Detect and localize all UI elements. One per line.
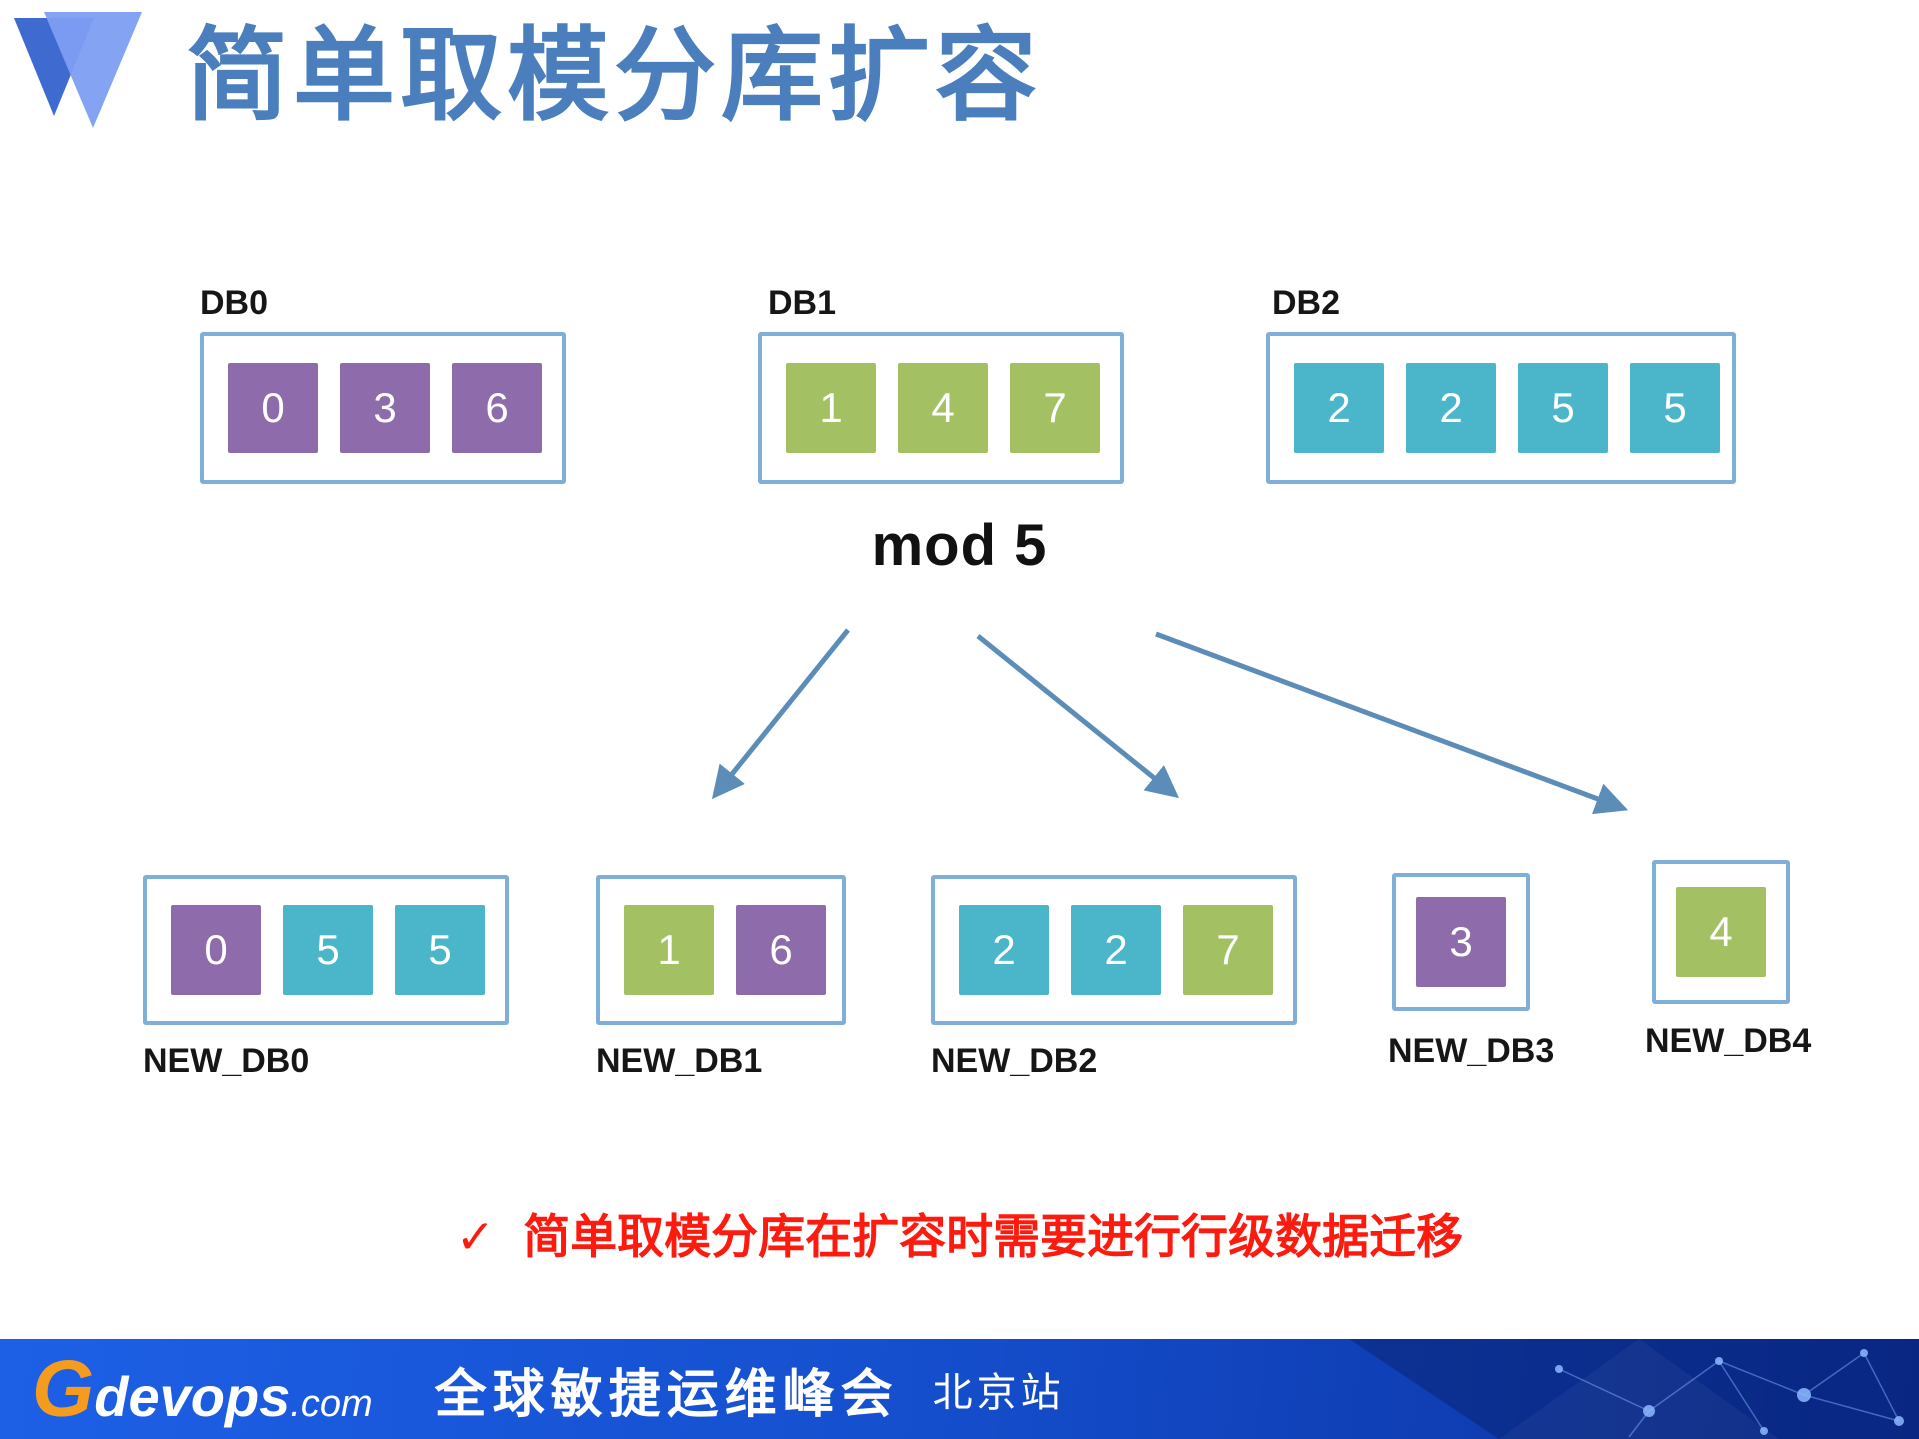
footer-logo-com: .com xyxy=(290,1383,373,1425)
new-db3-box: 3 xyxy=(1392,873,1530,1011)
data-cell: 2 xyxy=(1071,905,1161,995)
new-db2-box: 2 2 7 xyxy=(931,875,1297,1025)
new-db0-label: NEW_DB0 xyxy=(143,1042,310,1080)
data-cell: 2 xyxy=(1406,363,1496,453)
check-icon: ✓ xyxy=(455,1210,496,1263)
data-cell: 0 xyxy=(171,905,261,995)
note-text: 简单取模分库在扩容时需要进行行级数据迁移 xyxy=(523,1210,1464,1263)
data-cell: 7 xyxy=(1183,905,1273,995)
arrow-to-new-db2 xyxy=(976,634,1180,799)
footer-logo-devops: devops xyxy=(94,1365,291,1428)
data-cell: 5 xyxy=(1518,363,1608,453)
footer-city-label: 北京站 xyxy=(932,1370,1065,1415)
data-cell: 2 xyxy=(959,905,1049,995)
note: ✓ 简单取模分库在扩容时需要进行行级数据迁移 xyxy=(0,1198,1919,1267)
data-cell: 5 xyxy=(395,905,485,995)
footer-event-title: 全球敏捷运维峰会 xyxy=(434,1366,899,1424)
db0-label: DB0 xyxy=(200,284,269,322)
data-cell: 4 xyxy=(898,363,988,453)
data-cell: 6 xyxy=(736,905,826,995)
db1-label: DB1 xyxy=(768,284,837,322)
footer-logo: G devops .com xyxy=(32,1349,373,1429)
arrow-to-new-db4 xyxy=(1155,631,1629,815)
new-db3-label: NEW_DB3 xyxy=(1388,1032,1555,1070)
slide-logo-icon xyxy=(14,12,142,128)
new-db1-box: 1 6 xyxy=(596,875,846,1025)
data-cell: 1 xyxy=(786,363,876,453)
db2-label: DB2 xyxy=(1272,284,1341,322)
db2-box: 2 2 5 5 xyxy=(1266,332,1736,484)
data-cell: 7 xyxy=(1010,363,1100,453)
footer: G devops .com 全球敏捷运维峰会 北京站 xyxy=(0,1339,1919,1439)
new-db2-label: NEW_DB2 xyxy=(931,1042,1098,1080)
data-cell: 4 xyxy=(1676,887,1766,977)
data-cell: 5 xyxy=(283,905,373,995)
new-db4-label: NEW_DB4 xyxy=(1645,1022,1812,1060)
mod-label: mod 5 xyxy=(871,513,1048,578)
data-cell: 6 xyxy=(452,363,542,453)
data-cell: 3 xyxy=(1416,897,1506,987)
db1-box: 1 4 7 xyxy=(758,332,1124,484)
footer-pattern xyxy=(1349,1339,1919,1439)
new-db1-label: NEW_DB1 xyxy=(596,1042,763,1080)
new-db0-box: 0 5 5 xyxy=(143,875,509,1025)
page-title: 简单取模分库扩容 xyxy=(186,19,1042,133)
data-cell: 1 xyxy=(624,905,714,995)
data-cell: 2 xyxy=(1294,363,1384,453)
footer-logo-g: G xyxy=(32,1344,95,1433)
new-db4-box: 4 xyxy=(1652,860,1790,1004)
data-cell: 5 xyxy=(1630,363,1720,453)
data-cell: 0 xyxy=(228,363,318,453)
arrow-to-new-db0 xyxy=(711,628,850,800)
data-cell: 3 xyxy=(340,363,430,453)
db0-box: 0 3 6 xyxy=(200,332,566,484)
